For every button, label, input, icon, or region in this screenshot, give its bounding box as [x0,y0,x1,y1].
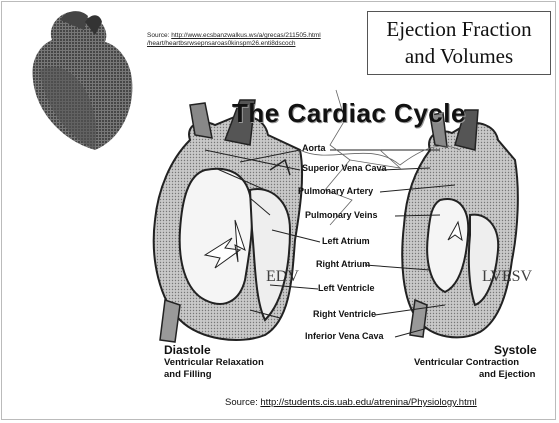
source-top-label: Source: [147,32,169,39]
source-top-url-line2[interactable]: /heart/heartbsrwsepnsaroas0kinspm26.enti… [147,40,296,47]
systole-heart [402,110,518,337]
label-superior-vena-cava: Superior Vena Cava [302,163,387,173]
diagram-title: The Cardiac Cycle [232,98,466,129]
systole-line1: Ventricular Contraction [414,357,519,368]
label-left-ventricle: Left Ventricle [318,283,375,293]
diastole-heart [154,100,302,342]
label-right-atrium: Right Atrium [316,259,370,269]
slide-title: Ejection Fraction and Volumes [367,11,551,75]
diastole-title: Diastole [164,343,211,357]
systole-title: Systole [494,343,537,357]
label-aorta: Aorta [302,143,326,153]
label-pulmonary-veins: Pulmonary Veins [305,210,378,220]
diastole-line2: and Filling [164,369,212,380]
label-pulmonary-artery: Pulmonary Artery [298,186,373,196]
source-bottom-label: Source: [225,397,258,408]
edv-annotation: EDV [266,268,299,286]
systole-line2: and Ejection [479,369,535,380]
source-bottom: Source: http://students.cis.uab.edu/atre… [225,397,477,408]
label-right-ventricle: Right Ventricle [313,309,376,319]
heart-photo [32,11,132,150]
slide-title-line2: and Volumes [368,43,550,70]
slide-title-line1: Ejection Fraction [368,16,550,43]
source-top: Source: http://www.ecsbanzwalkus.ws/a/gr… [147,32,357,48]
label-inferior-vena-cava: Inferior Vena Cava [305,331,384,341]
source-bottom-link[interactable]: http://students.cis.uab.edu/atrenina/Phy… [260,397,476,408]
source-top-url-line1[interactable]: http://www.ecsbanzwalkus.ws/a/grecas/211… [171,32,320,39]
label-left-atrium: Left Atrium [322,236,370,246]
diastole-line1: Ventricular Relaxation [164,357,264,368]
esv-annotation: LVESV [482,268,532,286]
